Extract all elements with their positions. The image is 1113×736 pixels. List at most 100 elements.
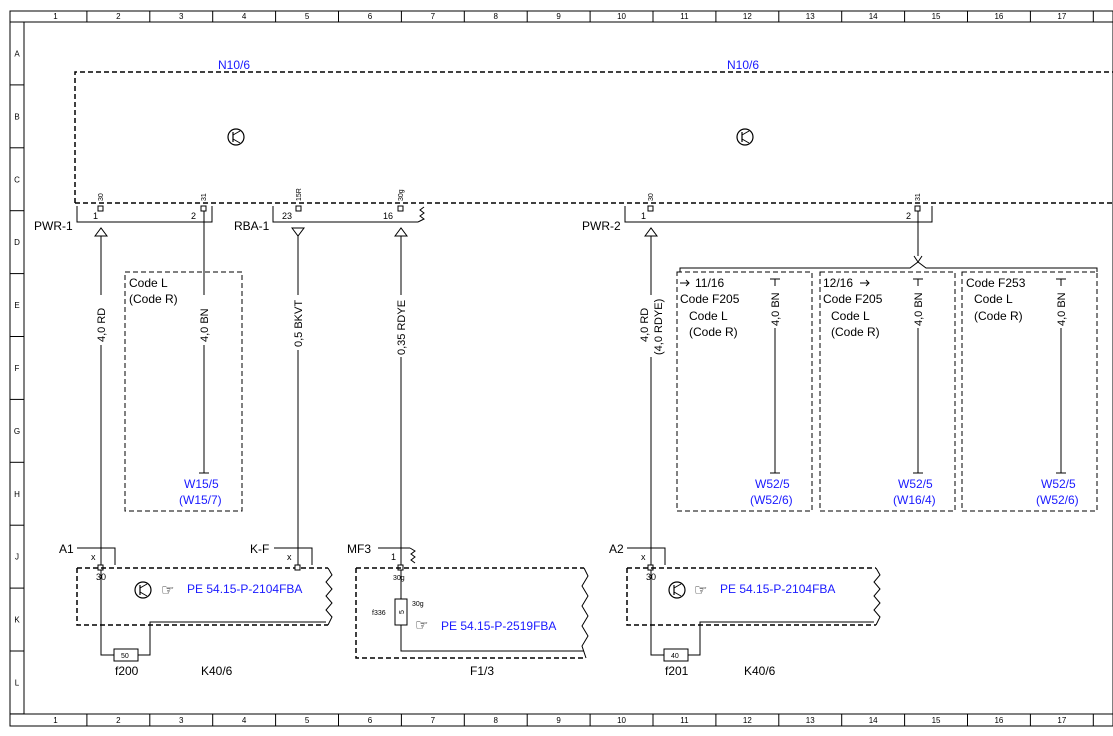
code-text: (Code R) bbox=[129, 292, 178, 306]
fuse-value: 40 bbox=[671, 653, 679, 660]
component-a1: A1 x 30 ☞ PE 54.15-P-2104FBA 50 f200 K40… bbox=[59, 542, 333, 678]
pointing-hand-icon[interactable]: ☞ bbox=[415, 617, 428, 634]
terminal-label: 30 bbox=[96, 572, 106, 582]
pin-label: x bbox=[91, 552, 96, 562]
connector-label: RBA-1 bbox=[234, 219, 270, 233]
component-label: MF3 bbox=[347, 542, 371, 556]
wire-label: 0,35 RDYE bbox=[396, 300, 408, 355]
component-label: K-F bbox=[250, 542, 269, 556]
code-box: 11/16 Code F205 Code L (Code R) 4,0 BN W… bbox=[676, 271, 813, 512]
pin-label: 16 bbox=[383, 211, 393, 221]
module-boundary bbox=[74, 71, 1113, 203]
grid-column-label: 11 bbox=[680, 12, 689, 21]
wire-label: 4,0 BN bbox=[770, 292, 782, 326]
wire-label: 4,0 BN bbox=[913, 292, 925, 326]
pin-label: 2 bbox=[906, 211, 911, 221]
grid-column-label: 10 bbox=[617, 12, 626, 21]
grid-column-label: 5 bbox=[305, 716, 310, 725]
transistor-icon bbox=[134, 581, 152, 599]
connector-pwr2: PWR-2 1 2 30 31 bbox=[582, 193, 933, 237]
ground-label: (W16/4) bbox=[893, 493, 936, 507]
terminal-label: 31 bbox=[915, 193, 922, 201]
grid-column-label: 2 bbox=[116, 12, 121, 21]
ground-label: (W52/6) bbox=[750, 493, 793, 507]
grid-column-label: 17 bbox=[1057, 12, 1066, 21]
transistor-icon bbox=[227, 128, 245, 146]
module-label-left: N10/6 bbox=[218, 58, 250, 72]
connector-label: PWR-1 bbox=[34, 219, 73, 233]
ground-label: W52/5 bbox=[898, 477, 933, 491]
terminal-label: 30g bbox=[393, 575, 405, 582]
fuse-label: f336 bbox=[372, 610, 386, 617]
grid-column-label: 11 bbox=[680, 716, 689, 725]
pin-label: 23 bbox=[282, 211, 292, 221]
grid-column-label: 7 bbox=[431, 716, 436, 725]
connector-label: PWR-2 bbox=[582, 219, 621, 233]
grid-column-label: 15 bbox=[932, 716, 941, 725]
arrow-right-icon bbox=[860, 279, 870, 287]
transistor-icon bbox=[668, 581, 686, 599]
ground-label: W15/5 bbox=[184, 477, 219, 491]
grid-column-label: 9 bbox=[556, 12, 561, 21]
grid-column-label: 16 bbox=[994, 12, 1003, 21]
grid-row-label: A bbox=[14, 49, 20, 58]
grid-column-label: 4 bbox=[242, 12, 247, 21]
terminal-label: 30g bbox=[412, 601, 424, 608]
reference-link[interactable]: PE 54.15-P-2104FBA bbox=[187, 582, 302, 596]
transistor-icon bbox=[736, 128, 754, 146]
fuse-box-label: F1/3 bbox=[470, 664, 494, 678]
terminal-label: 30g bbox=[398, 189, 405, 201]
code-box: Code F253 Code L (Code R) 4,0 BN W52/5 (… bbox=[961, 271, 1098, 512]
pin-label: 1 bbox=[641, 211, 646, 221]
grid-column-label: 17 bbox=[1057, 716, 1066, 725]
connector-pwr1: PWR-1 1 2 30 31 bbox=[34, 193, 213, 237]
code-text: Code L bbox=[689, 309, 728, 323]
wire-label: (4,0 RDYE) bbox=[653, 299, 665, 355]
wire-label: 4,0 BN bbox=[199, 308, 211, 342]
ground-label: (W52/6) bbox=[1036, 493, 1079, 507]
code-text: Code F205 bbox=[823, 292, 883, 306]
grid-row-label: H bbox=[14, 490, 20, 499]
terminal-label: 31 bbox=[201, 193, 208, 201]
fuse-label: f200 bbox=[115, 664, 139, 678]
pointing-hand-icon[interactable]: ☞ bbox=[694, 582, 707, 599]
code-text: 12/16 bbox=[823, 276, 853, 290]
grid-column-label: 9 bbox=[556, 716, 561, 725]
code-text: 11/16 bbox=[695, 276, 724, 290]
wire-label: 4,0 BN bbox=[1056, 292, 1068, 326]
grid-labels: 1122334455667788991010111112121313141415… bbox=[14, 12, 1067, 725]
grid-column-label: 2 bbox=[116, 716, 121, 725]
grid-column-label: 15 bbox=[932, 12, 941, 21]
fuse-value: 50 bbox=[121, 653, 129, 660]
frame-outer bbox=[9, 10, 1113, 727]
wire-label: 0,5 BKVT bbox=[293, 300, 305, 347]
pin-label: 1 bbox=[93, 211, 98, 221]
grid-column-label: 1 bbox=[53, 12, 58, 21]
code-text: Code L bbox=[129, 276, 168, 290]
module-label-right: N10/6 bbox=[727, 58, 759, 72]
arrow-right-icon bbox=[680, 279, 690, 287]
grid-row-label: E bbox=[14, 301, 19, 310]
code-text: Code F253 bbox=[966, 276, 1026, 290]
fuse-label: f201 bbox=[665, 664, 689, 678]
code-text: Code F205 bbox=[680, 292, 740, 306]
grid-row-label: B bbox=[14, 112, 19, 121]
grid-column-label: 7 bbox=[431, 12, 436, 21]
relay-label: K40/6 bbox=[744, 664, 776, 678]
pin-label: x bbox=[287, 552, 292, 562]
pin-label: x bbox=[641, 552, 646, 562]
pin-label: 2 bbox=[191, 211, 196, 221]
grid-row-label: G bbox=[14, 427, 20, 436]
code-text: Code L bbox=[974, 292, 1013, 306]
grid-column-label: 13 bbox=[806, 716, 815, 725]
code-box: Code L (Code R) W15/5 (W15/7) bbox=[124, 271, 243, 512]
grid-column-label: 14 bbox=[869, 12, 878, 21]
reference-link[interactable]: PE 54.15-P-2104FBA bbox=[720, 582, 835, 596]
grid-column-label: 14 bbox=[869, 716, 878, 725]
grid-column-label: 3 bbox=[179, 716, 184, 725]
reference-link[interactable]: PE 54.15-P-2519FBA bbox=[441, 619, 556, 633]
component-label: A2 bbox=[609, 542, 624, 556]
pointing-hand-icon[interactable]: ☞ bbox=[161, 582, 174, 599]
grid-column-label: 3 bbox=[179, 12, 184, 21]
